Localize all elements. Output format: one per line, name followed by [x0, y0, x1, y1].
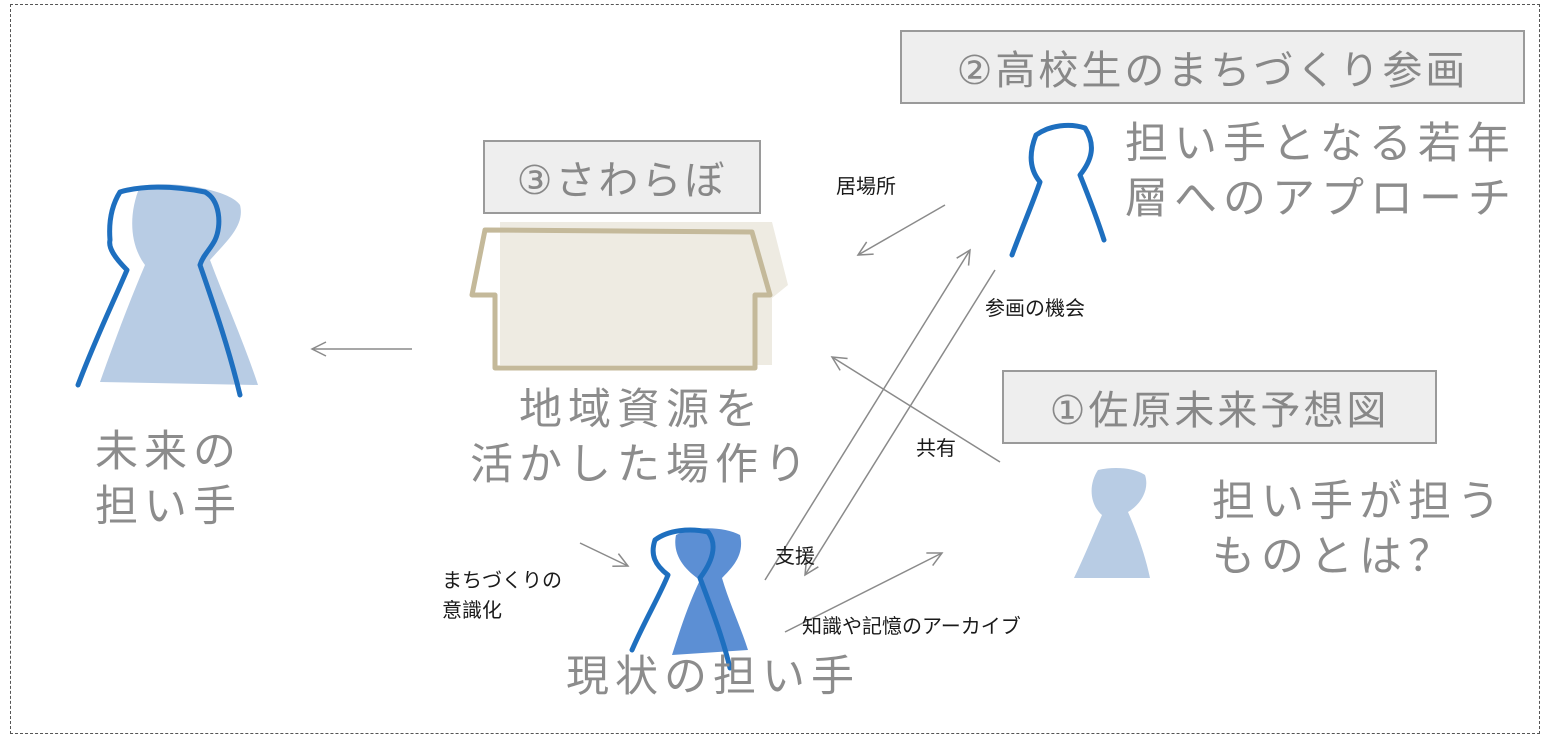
label-ishiki: まちづくりの 意識化	[442, 568, 562, 622]
future-person-icon	[75, 184, 258, 398]
label-sankaku: 参画の機会	[985, 296, 1085, 320]
label-kyoyu: 共有	[916, 436, 956, 460]
label-ibasho: 居場所	[836, 174, 896, 198]
label-future-bearer: 未来の 担い手	[95, 427, 242, 532]
box-sawara-future: ①佐原未来予想図	[1002, 370, 1437, 444]
arrow-kyoyu	[830, 356, 1001, 463]
box-sawarabo: ③さわらぼ	[483, 140, 761, 214]
arrow-shien	[764, 248, 971, 581]
label-shien: 支援	[775, 544, 815, 568]
young-person-icon	[1009, 122, 1107, 258]
arrow-sankaku	[804, 269, 996, 577]
arrows	[310, 204, 1001, 633]
house-icon	[469, 222, 788, 371]
box-highschool-participation: ②高校生のまちづくり参画	[900, 30, 1525, 104]
label-place-making: 地域資源を 活かした場作り	[470, 385, 813, 490]
label-young-approach: 担い手となる若年 層へのアプローチ	[1125, 119, 1517, 224]
label-current-bearer: 現状の担い手	[566, 652, 860, 702]
arrow-ishiki	[579, 542, 630, 568]
label-archive: 知識や記憶のアーカイブ	[802, 614, 1021, 638]
arrow-ibasho	[856, 204, 946, 256]
current-person-icon	[629, 527, 748, 671]
arrow-archive	[784, 552, 944, 633]
question-person-icon	[1074, 467, 1150, 578]
label-bearer-question: 担い手が担う ものとは？	[1212, 477, 1506, 582]
